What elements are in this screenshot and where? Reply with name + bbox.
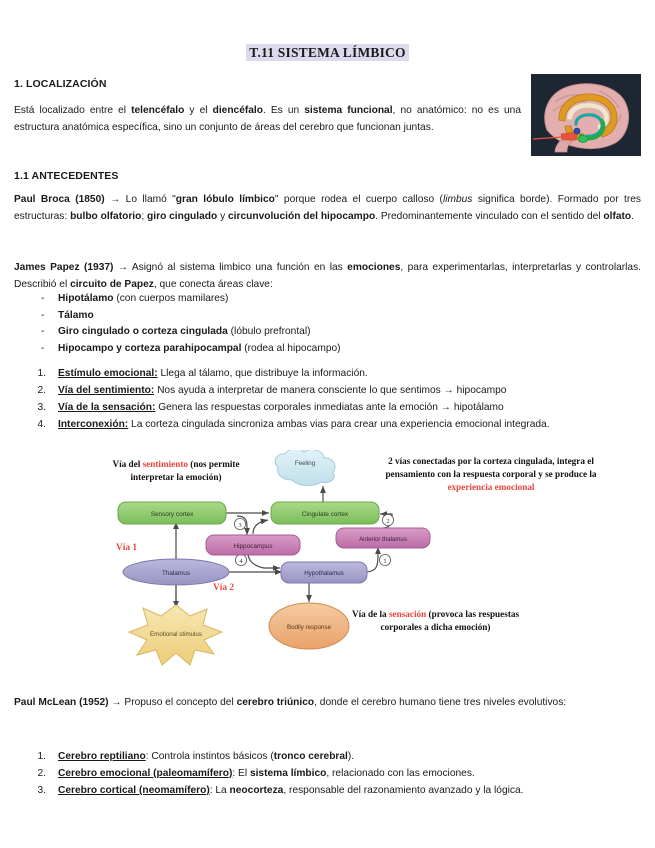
annotation-sensacion-red: sensación xyxy=(388,609,427,619)
list-papez-steps: 1.Estímulo emocional: Llega al tálamo, q… xyxy=(0,366,640,434)
list-item: Tálamo xyxy=(0,308,600,325)
page-title-text: T.11 SISTEMA LÍMBICO xyxy=(246,44,409,61)
annotation-corteza-cingulada: 2 vías conectadas por la corteza cingula… xyxy=(372,455,610,494)
svg-text:Hypothalamus: Hypothalamus xyxy=(304,570,344,577)
list-item: 3.Cerebro cortical (neomamífero): La neo… xyxy=(0,783,640,800)
list-item-term: Cerebro emocional (paleomamífero) xyxy=(58,767,233,779)
annotation-via-sensacion: Vía de la sensación (provoca las respues… xyxy=(348,608,523,634)
brain-illustration-svg xyxy=(531,74,641,156)
node-sensory-cortex: Sensory cortex xyxy=(117,501,227,525)
svg-text:Hippocampus: Hippocampus xyxy=(233,543,272,550)
svg-text:Bodily response: Bodily response xyxy=(287,624,332,631)
brain-sagittal-image xyxy=(531,74,641,156)
node-thalamus: Thalamus xyxy=(122,558,230,586)
list-item-term: Vía de la sensación: xyxy=(58,401,156,413)
annotation-cingulada-pre: 2 vías conectadas por la corteza cingula… xyxy=(385,456,597,480)
step-marker-2: 2 xyxy=(381,514,394,527)
list-item: 2.Cerebro emocional (paleomamífero): El … xyxy=(0,766,640,783)
heading-antecedentes: 1.1 ANTECEDENTES xyxy=(14,170,119,182)
annotation-sentimiento-red: sentimiento xyxy=(142,459,188,469)
node-hypothalamus: Hypothalamus xyxy=(280,561,368,584)
list-item: 4.Interconexión: La corteza cingulada si… xyxy=(0,417,640,434)
annotation-sensacion-post: (provoca las respuestas corporales a dic… xyxy=(380,609,520,633)
list-item: 1.Estímulo emocional: Llega al tálamo, q… xyxy=(0,366,640,383)
step-marker-3: 3 xyxy=(233,518,246,531)
list-item: Giro cingulado o corteza cingulada (lóbu… xyxy=(0,324,600,341)
list-item-number: 3. xyxy=(37,401,47,413)
node-cingulate-cortex: Cingulate cortex xyxy=(270,501,380,525)
annotation-via2: Vía 2 xyxy=(213,583,235,593)
node-anterior-thalamus: Anterior thalamus xyxy=(335,527,431,549)
list-item-number: 3. xyxy=(37,784,47,796)
list-item-emphasis: sistema límbico xyxy=(249,767,327,779)
node-bodily-response: Bodily response xyxy=(268,602,350,650)
annotation-via-sentimiento: Vía del sentimiento (nos permite interpr… xyxy=(96,458,256,484)
list-item-number: 2. xyxy=(37,767,47,779)
svg-text:Emotional stimulus: Emotional stimulus xyxy=(150,631,202,638)
list-item-term: Cerebro reptiliano xyxy=(58,751,146,762)
paragraph-mclean: Paul McLean (1952) → Propuso el concepto… xyxy=(14,697,567,708)
page-title: T.11 SISTEMA LÍMBICO xyxy=(0,0,655,61)
list-item-number: 4. xyxy=(37,418,47,430)
list-item-emphasis: tronco cerebral xyxy=(273,751,348,762)
annotation-via1: Vía 1 xyxy=(116,543,138,553)
list-item-term: Cerebro cortical (neomamífero) xyxy=(58,784,210,796)
list-mclean-levels: 1.Cerebro reptiliano: Controla instintos… xyxy=(0,749,640,800)
annotation-sentimiento-post: (nos permite interpretar la emoción) xyxy=(130,459,240,483)
annotation-sentimiento-pre: Vía del xyxy=(112,459,143,469)
papez-diagram-svg: 3 4 1 2 Feeling Sensory corte xyxy=(117,450,431,666)
list-item-number: 1. xyxy=(37,751,47,762)
list-papez-areas: Hipotálamo (con cuerpos mamilares)Tálamo… xyxy=(0,291,600,357)
node-emotional-stimulus: Emotional stimulus xyxy=(127,604,224,666)
list-item: Hipotálamo (con cuerpos mamilares) xyxy=(0,291,600,308)
svg-text:Sensory cortex: Sensory cortex xyxy=(151,511,194,518)
svg-text:Feeling: Feeling xyxy=(295,460,316,467)
list-item-emphasis: neocorteza xyxy=(229,784,284,796)
paragraph-papez: James Papez (1937) → Asignó al sistema l… xyxy=(14,262,641,290)
list-item: 2.Vía del sentimiento: Nos ayuda a inter… xyxy=(0,383,640,400)
heading-localizacion: 1. LOCALIZACIÓN xyxy=(14,78,107,90)
paragraph-localizacion: Está localizado entre el telencéfalo y e… xyxy=(14,105,521,133)
svg-text:3: 3 xyxy=(238,522,242,529)
node-feeling: Feeling xyxy=(274,450,336,486)
annotation-sensacion-pre: Vía de la xyxy=(351,609,389,619)
list-item-term: Estímulo emocional: xyxy=(58,368,158,379)
list-item: 3.Vía de la sensación: Genera las respue… xyxy=(0,400,640,417)
svg-text:Thalamus: Thalamus xyxy=(162,570,190,577)
step-marker-1: 1 xyxy=(378,554,391,567)
papez-circuit-diagram: 3 4 1 2 Feeling Sensory corte xyxy=(0,450,655,675)
list-item: Hipocampo y corteza parahipocampal (rode… xyxy=(0,341,600,358)
svg-text:Anterior thalamus: Anterior thalamus xyxy=(359,536,407,543)
paragraph-broca: Paul Broca (1850) → Lo llamó "gran lóbul… xyxy=(14,194,642,222)
node-hippocampus: Hippocampus xyxy=(205,534,301,556)
list-item-term: Interconexión: xyxy=(58,418,129,430)
annotation-cingulada-red: experiencia emocional xyxy=(447,482,535,493)
list-item-term: Vía del sentimiento: xyxy=(58,384,155,396)
svg-text:Cingulate cortex: Cingulate cortex xyxy=(302,511,349,518)
list-item-number: 2. xyxy=(37,384,47,396)
list-item: 1.Cerebro reptiliano: Controla instintos… xyxy=(0,749,640,766)
svg-text:1: 1 xyxy=(383,558,386,565)
svg-text:4: 4 xyxy=(239,558,243,565)
step-marker-4: 4 xyxy=(234,554,247,567)
svg-text:2: 2 xyxy=(386,518,389,525)
list-item-number: 1. xyxy=(37,368,47,379)
